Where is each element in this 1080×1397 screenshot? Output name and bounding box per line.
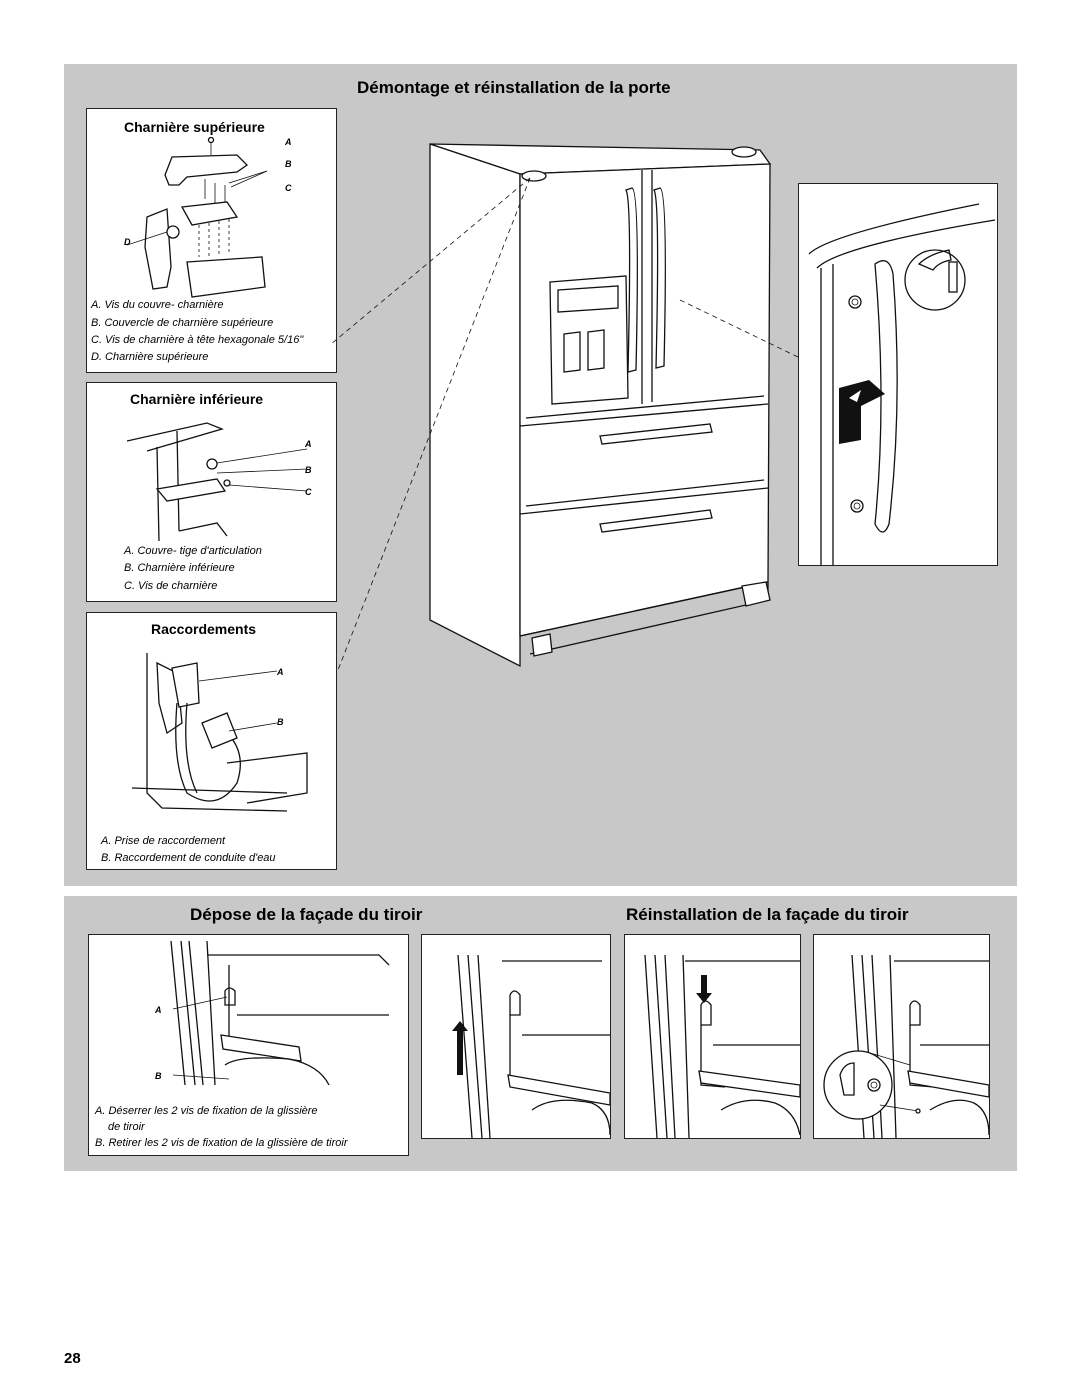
top-hinge-caption-b: B. Couvercle de charnière supérieure [91,317,274,329]
door-handle-illustration [808,203,996,565]
bottom-hinge-caption-a: A. Couvre- tige d'articulation [124,545,262,557]
drawer-caption-b: B. Retirer les 2 vis de fixation de la g… [95,1137,348,1149]
top-hinge-caption-d: D. Charnière supérieure [91,351,209,363]
drawer-reinstall-box-2 [813,934,990,1139]
connections-box: Raccordements A B A. Prise de raccordeme… [86,612,337,870]
drawer-lift-illustration [452,954,610,1138]
drawer-removal-box: A B A. Déserrer les 2 vis de fixation de… [88,934,409,1156]
bottom-hinge-title: Charnière inférieure [130,391,264,407]
door-handle-detail-box [798,183,998,566]
drawer-removal-illustration [170,940,390,1085]
page-number: 28 [64,1350,81,1367]
bottom-hinge-box: Charnière inférieure A B C A. Couvre- ti… [86,382,337,602]
drawer-caption-a-cont: de tiroir [108,1121,145,1133]
drawer-reinstall-illustration-1 [644,954,800,1138]
connections-caption-b: B. Raccordement de conduite d'eau [101,852,276,864]
drawer-label-a: A [155,1005,162,1015]
top-hinge-caption-a: A. Vis du couvre- charnière [91,299,224,311]
connections-title: Raccordements [151,621,257,637]
bottom-hinge-label-a: A [305,439,312,449]
refrigerator-illustration [330,143,800,670]
top-hinge-label-d: D [124,237,131,247]
connections-label-b: B [277,717,284,727]
drawer-reinstall-illustration-2 [823,954,989,1138]
bottom-hinge-label-b: B [305,465,312,475]
connections-illustration [131,653,308,812]
drawer-removal-title: Dépose de la façade du tiroir [190,905,423,924]
bottom-hinge-illustration [126,422,308,542]
top-hinge-label-c: C [285,183,292,193]
connections-caption-a: A. Prise de raccordement [101,835,226,847]
drawer-reinstall-box-1 [624,934,801,1139]
top-hinge-label-a: A [285,137,292,147]
top-hinge-caption-c: C. Vis de charnière à tête hexagonale 5/… [91,334,304,346]
top-hinge-box: Charnière supérieure A B C D A. Vis du c… [86,108,337,373]
bottom-hinge-caption-b: B. Charnière inférieure [124,562,235,574]
top-hinge-illustration [126,137,268,298]
drawer-label-b: B [155,1071,162,1081]
drawer-caption-a: A. Déserrer les 2 vis de fixation de la … [95,1105,318,1117]
connections-label-a: A [277,667,284,677]
top-hinge-label-b: B [285,159,292,169]
drawer-reinstall-title: Réinstallation de la façade du tiroir [626,905,909,924]
door-section-title: Démontage et réinstallation de la porte [357,78,671,97]
drawer-lift-box [421,934,611,1139]
bottom-hinge-label-c: C [305,487,312,497]
bottom-hinge-caption-c: C. Vis de charnière [124,580,218,592]
top-hinge-title: Charnière supérieure [124,119,265,135]
